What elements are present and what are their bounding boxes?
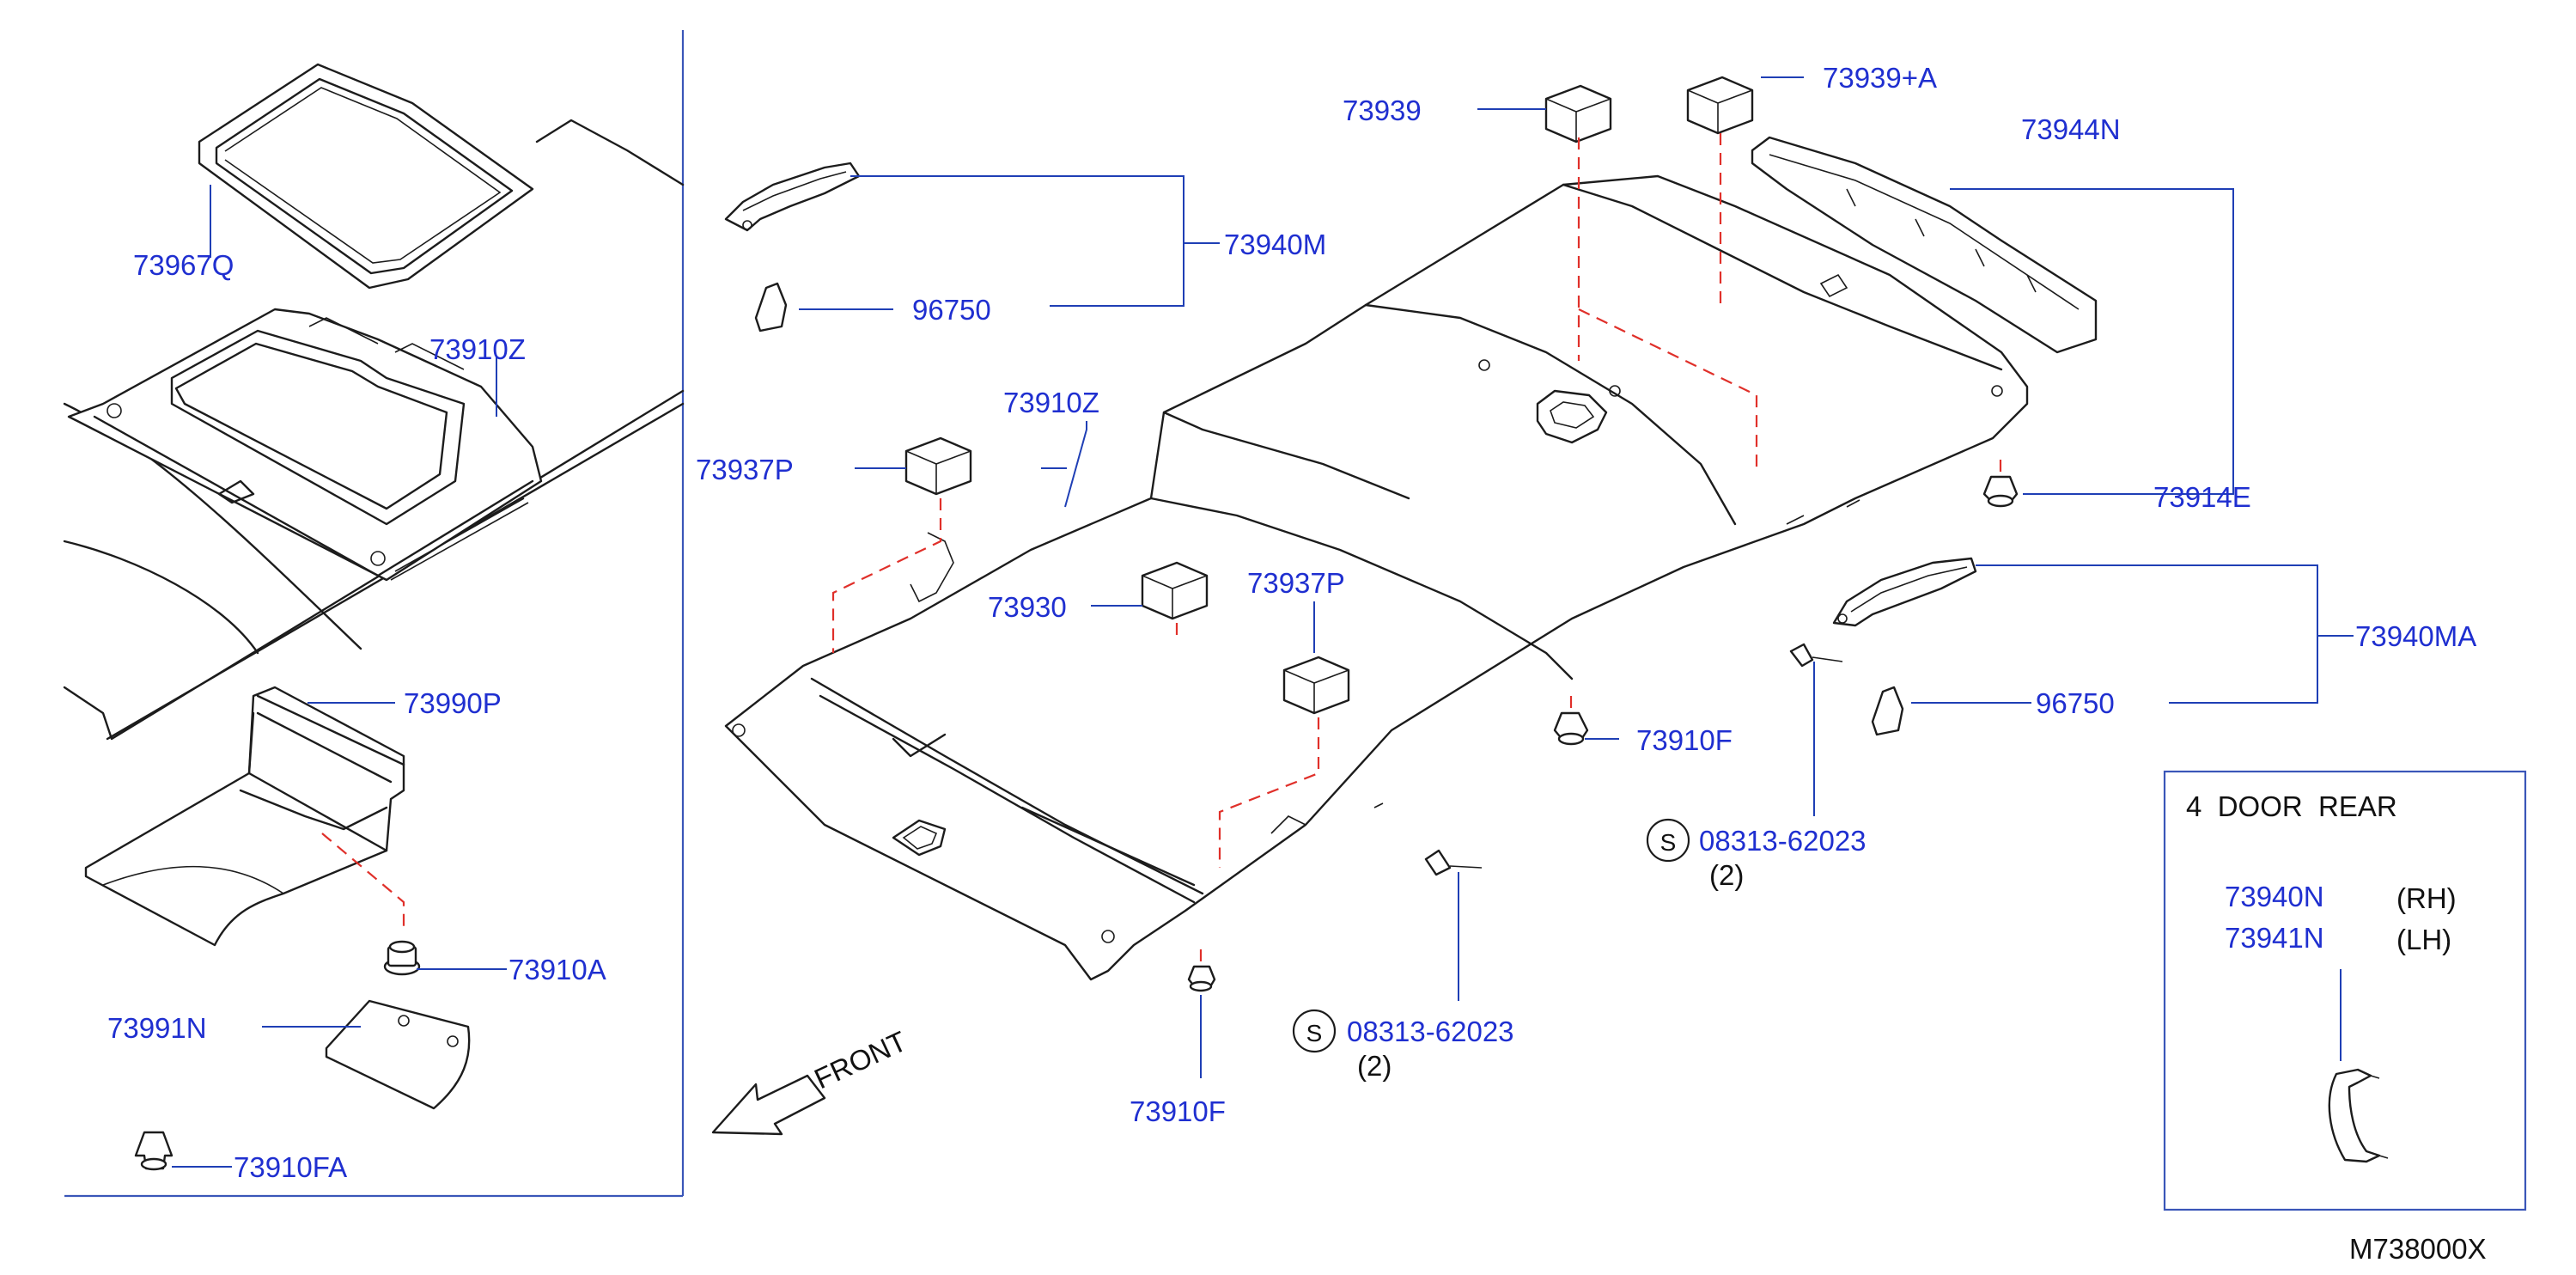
inset-lh-part: 73941N [2225, 922, 2324, 954]
label-73910FA: 73910FA [234, 1151, 347, 1183]
diagram-code: M738000X [2349, 1233, 2487, 1265]
grab-handle-73940M-drawing [724, 162, 861, 232]
leader-lines [172, 76, 2354, 1168]
clip-73910F-bottom-drawing [1187, 965, 1216, 992]
left-headliner-drawing [63, 119, 685, 741]
label-73910A: 73910A [509, 954, 606, 985]
screw-symbol-right [1646, 818, 1690, 863]
grab-handle-73940MA-drawing [1832, 557, 1977, 627]
label-73967Q: 73967Q [133, 249, 234, 281]
cover-73991N-drawing [325, 999, 471, 1110]
label-screw-bottom: 08313-62023 [1347, 1016, 1514, 1047]
sunroof-seal-drawing [198, 63, 534, 290]
pad-73939A-drawing [1686, 76, 1754, 135]
main-headliner-drawing [724, 174, 2029, 981]
inset-lh-side: (LH) [2396, 924, 2451, 955]
pad-73937P-mid-drawing [1282, 656, 1350, 715]
label-73939A: 73939+A [1823, 62, 1937, 94]
label-73910F-mid: 73910F [1636, 724, 1733, 756]
label-96750-top: 96750 [912, 294, 991, 326]
console-73944N-drawing [1751, 136, 2098, 354]
label-73944N: 73944N [2021, 113, 2121, 145]
inset-frame [2163, 770, 2527, 1211]
label-73930: 73930 [988, 591, 1067, 623]
label-73937P-left: 73937P [696, 454, 794, 485]
label-73910F-bottom: 73910F [1130, 1095, 1226, 1127]
screw-bottom-drawing [1424, 849, 1483, 876]
pad-73939-drawing [1544, 84, 1612, 143]
label-73910Z-main: 73910Z [1003, 387, 1099, 418]
label-73914E: 73914E [2153, 481, 2251, 513]
inset-rh-side: (RH) [2396, 882, 2457, 914]
label-73939: 73939 [1343, 95, 1422, 126]
clip-96750-right-drawing [1871, 686, 1904, 736]
clip-73910F-mid-drawing [1553, 711, 1589, 746]
label-73937P-mid: 73937P [1247, 567, 1345, 599]
pad-73930-drawing [1141, 561, 1209, 620]
label-screw-right: 08313-62023 [1699, 825, 1867, 857]
clip-73910A-drawing [383, 940, 421, 976]
clip-73914E-drawing [1982, 475, 2019, 508]
front-label: FRONT [809, 1025, 911, 1095]
label-73940M: 73940M [1224, 229, 1326, 260]
label-73990P: 73990P [404, 687, 502, 719]
label-screw-bottom-qty: (2) [1357, 1050, 1392, 1082]
screw-symbol-right-letter: S [1660, 829, 1677, 856]
assembly-dashed-lines [321, 133, 2002, 962]
label-73910Z-left: 73910Z [429, 333, 526, 365]
pad-73937P-left-drawing [904, 436, 972, 496]
inset-grab-handle-drawing [2328, 1068, 2389, 1163]
inset-title: 4 DOOR REAR [2186, 790, 2397, 822]
clip-73910FA-drawing [134, 1131, 174, 1171]
left-detail-panel [63, 30, 826, 1198]
screw-right-drawing [1789, 643, 1843, 668]
front-arrow [711, 1074, 826, 1136]
clip-96750-top-drawing [754, 282, 788, 332]
label-73991N: 73991N [107, 1012, 207, 1044]
inset-rh-part: 73940N [2225, 881, 2324, 912]
label-73940MA: 73940MA [2355, 620, 2476, 652]
label-96750-right: 96750 [2036, 687, 2115, 719]
screw-symbol-bottom [1292, 1009, 1337, 1053]
label-screw-right-qty: (2) [1709, 859, 1744, 891]
bracket-73990P-drawing [84, 686, 405, 947]
screw-symbol-bottom-letter: S [1306, 1020, 1323, 1046]
